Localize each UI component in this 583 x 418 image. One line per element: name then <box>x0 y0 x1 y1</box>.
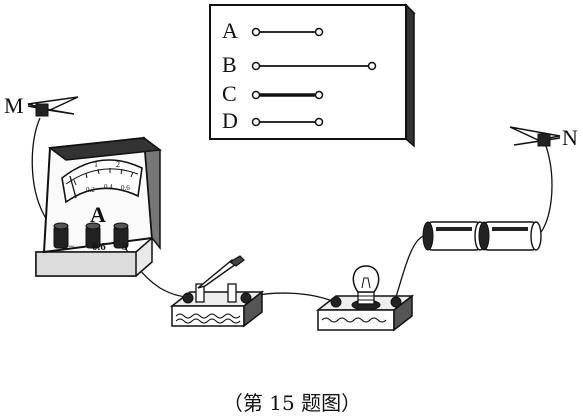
wire-d-label: D <box>222 108 238 133</box>
ammeter-unit-label: A <box>90 202 106 227</box>
dial-ticks <box>73 168 134 186</box>
terminal-3-label: 3 <box>122 241 128 253</box>
wire-b: B <box>222 52 377 77</box>
wire-a-label: A <box>222 18 238 43</box>
wire-d: D <box>222 108 324 133</box>
bulb-icon <box>352 265 380 293</box>
battery-pack <box>422 221 542 251</box>
wire-b-label: B <box>222 52 237 77</box>
bulb-board <box>315 265 415 332</box>
clip-m-label: M <box>4 93 24 118</box>
wire-battery-to-n <box>537 137 553 237</box>
clip-n: N <box>509 125 578 150</box>
dial-scale-bottom-2: 0.4 <box>104 183 113 191</box>
wire-a: A <box>222 18 324 43</box>
wire-board: A B C D <box>209 3 416 148</box>
dial-needle <box>69 175 77 199</box>
knife-switch <box>169 255 265 328</box>
dial-scale-bottom-1: 0.2 <box>86 186 95 194</box>
terminal-negative-label: − <box>68 239 75 253</box>
wire-bulb-to-battery <box>394 233 429 301</box>
clip-m: M <box>4 93 79 118</box>
ammeter-terminals <box>53 222 129 249</box>
clip-n-label: N <box>562 125 578 150</box>
ammeter: 1 2 0.2 0.4 0.6 A − 0.6 3 <box>35 136 162 277</box>
wire-c-label: C <box>222 81 237 106</box>
figure-caption: （第 15 题图） <box>223 391 361 415</box>
terminal-0-6-label: 0.6 <box>92 241 106 253</box>
wire-c: C <box>222 81 324 106</box>
dial-scale-top-2: 2 <box>116 160 120 169</box>
dial-scale-top-1: 1 <box>94 160 98 169</box>
dial-scale-bottom-3: 0.6 <box>121 184 130 192</box>
